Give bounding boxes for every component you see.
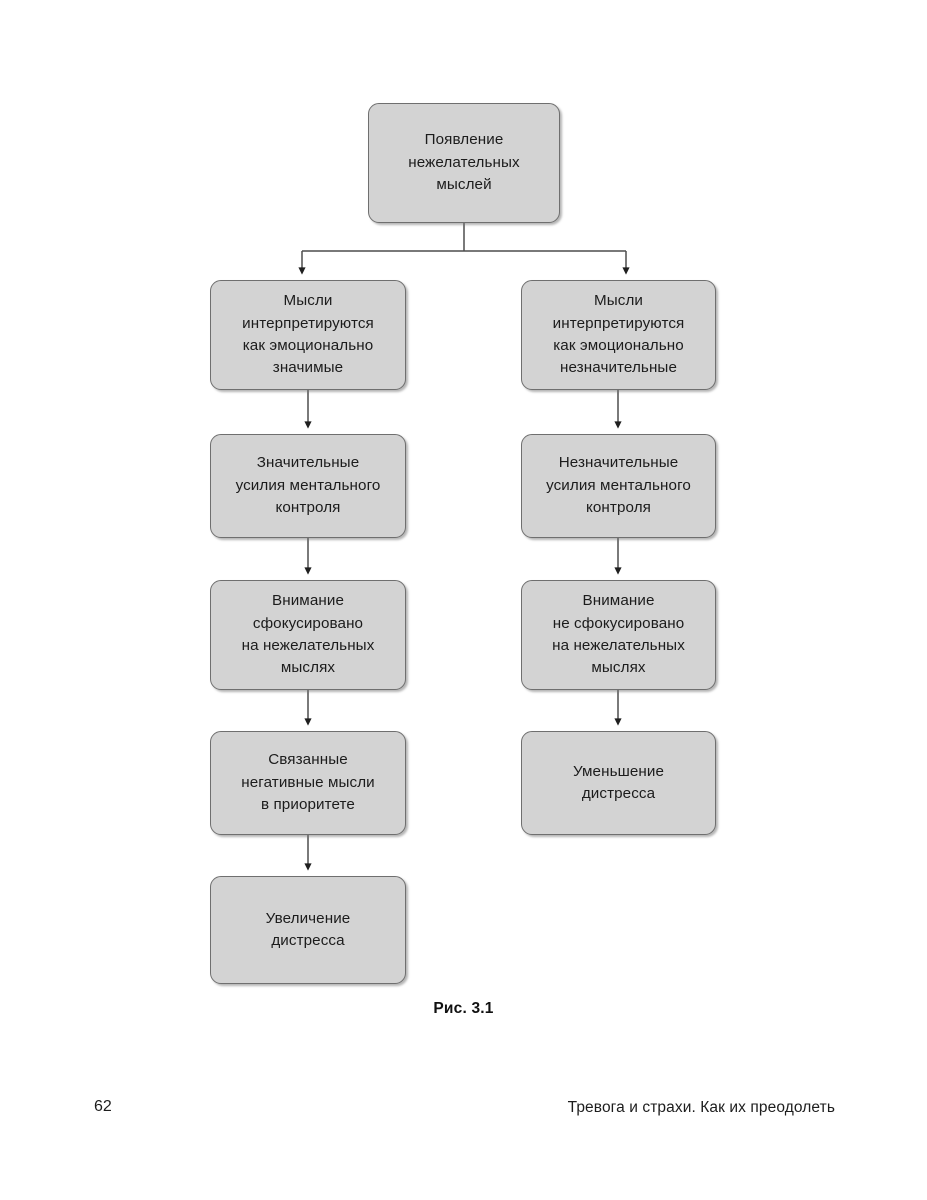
page-footer: 62 Тревога и страхи. Как их преодолеть [0, 1098, 927, 1124]
flow-node-right-2[interactable]: Незначительные усилия ментального контро… [521, 434, 716, 538]
flow-node-label: Внимание сфокусировано на нежелательных … [241, 592, 375, 677]
flow-node-root[interactable]: Появление нежелательных мыслей [368, 103, 560, 223]
flow-node-label: Связанные негативные мысли в приоритете [241, 751, 375, 814]
flow-node-right-1[interactable]: Мысли интерпретируются как эмоционально … [521, 280, 716, 390]
flow-node-label: Значительные усилия ментального контроля [235, 454, 381, 517]
flow-node-label: Увеличение дистресса [265, 909, 351, 949]
flow-node-right-3[interactable]: Внимание не сфокусировано на нежелательн… [521, 580, 716, 690]
flow-node-label: Незначительные усилия ментального контро… [546, 454, 691, 517]
edge-root-to-branches [298, 223, 630, 275]
flow-node-left-2[interactable]: Значительные усилия ментального контроля [210, 434, 406, 538]
flowchart-diagram: Появление нежелательных мыслей Мысли инт… [210, 103, 716, 984]
flow-node-label: Уменьшение дистресса [572, 762, 665, 802]
flow-node-label: Внимание не сфокусировано на нежелательн… [552, 592, 685, 677]
running-title: Тревога и страхи. Как их преодолеть [567, 1099, 835, 1116]
flow-node-right-4[interactable]: Уменьшение дистресса [521, 731, 716, 835]
flow-node-left-1[interactable]: Мысли интерпретируются как эмоционально … [210, 280, 406, 390]
flow-node-left-5[interactable]: Увеличение дистресса [210, 876, 406, 984]
flow-node-left-4[interactable]: Связанные негативные мысли в приоритете [210, 731, 406, 835]
flow-node-label: Появление нежелательных мыслей [408, 131, 520, 194]
flow-node-label: Мысли интерпретируются как эмоционально … [242, 292, 374, 377]
flow-node-left-3[interactable]: Внимание сфокусировано на нежелательных … [210, 580, 406, 690]
page-number: 62 [94, 1098, 112, 1115]
flow-node-label: Мысли интерпретируются как эмоционально … [552, 292, 685, 377]
figure-caption: Рис. 3.1 [433, 1000, 494, 1017]
